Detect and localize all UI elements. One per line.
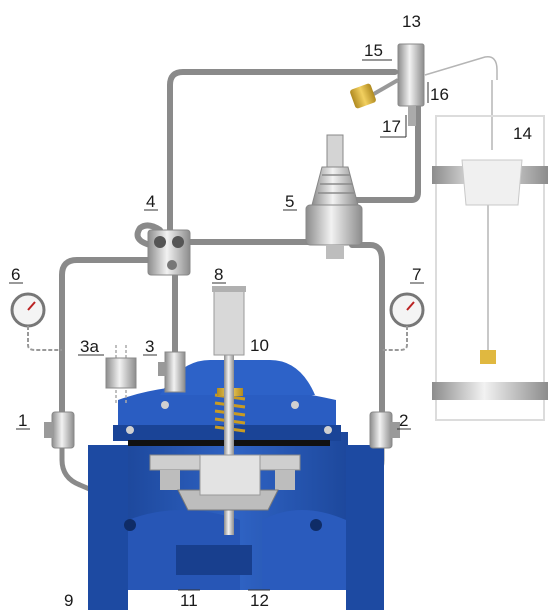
callout-labels: 1 2 3 3a 4 5 6 7 8 9 10 11 12 13 14 15 1…	[9, 12, 532, 610]
label-3a: 3a	[80, 337, 99, 356]
control-tubing	[59, 69, 421, 503]
label-12: 12	[250, 591, 269, 610]
label-14: 14	[513, 124, 532, 143]
inlet-ball-valve	[44, 411, 75, 449]
strainer	[105, 345, 137, 405]
main-valve-body	[88, 286, 384, 610]
label-1: 1	[18, 411, 27, 430]
label-11: 11	[180, 591, 198, 610]
label-8: 8	[214, 265, 223, 284]
label-17: 17	[382, 117, 401, 136]
label-3: 3	[145, 337, 154, 356]
label-15: 15	[364, 41, 383, 60]
label-10: 10	[250, 336, 269, 355]
pilot-valve	[305, 134, 363, 259]
control-block	[147, 229, 191, 276]
label-7: 7	[412, 265, 421, 284]
needle-valve	[158, 351, 186, 393]
outlet-ball-valve	[369, 411, 400, 449]
label-9: 9	[64, 591, 73, 610]
pressure-gauge-downstream	[382, 292, 425, 351]
float-tank	[432, 115, 548, 421]
label-16: 16	[430, 85, 449, 104]
pressure-gauge-upstream	[10, 292, 62, 351]
label-13: 13	[402, 12, 421, 31]
label-2: 2	[399, 411, 408, 430]
label-5: 5	[285, 192, 294, 211]
label-6: 6	[11, 265, 20, 284]
float-pilot-head	[350, 43, 425, 126]
label-4: 4	[146, 192, 155, 211]
